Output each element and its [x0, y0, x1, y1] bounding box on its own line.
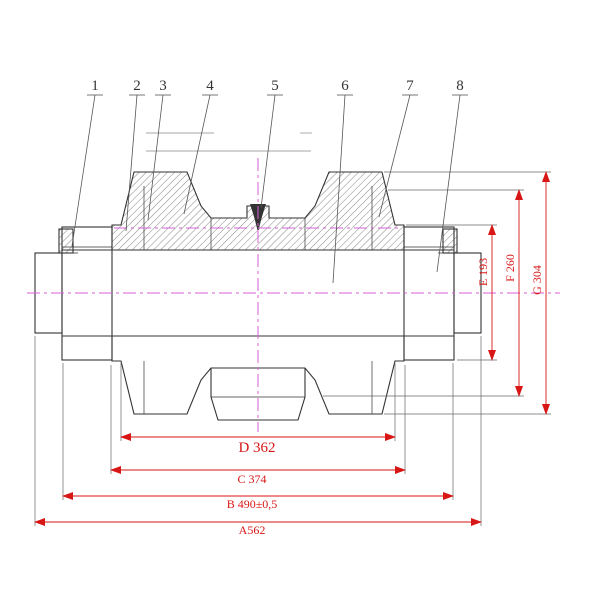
dim-label-B: B 490±0,5: [227, 497, 278, 511]
left-bolt: [58, 228, 74, 254]
dim-label-F: F 260: [503, 254, 517, 282]
leader-1: [71, 94, 96, 247]
leader-5: [260, 94, 276, 209]
callout-6: 6: [341, 78, 349, 94]
callout-5: 5: [271, 78, 279, 94]
dim-label-A: A562: [239, 523, 266, 537]
callout-2: 2: [133, 78, 141, 94]
leader-2: [125, 94, 138, 232]
dim-label-C: C 374: [237, 472, 266, 486]
centerlines: [27, 158, 560, 432]
leader-3: [147, 94, 164, 221]
dimension-labels: D 362 C 374 B 490±0,5 A562 E 193 F 260 G…: [227, 254, 544, 537]
dim-label-E: E 193: [476, 258, 490, 286]
callout-7: 7: [406, 78, 414, 94]
dim-label-D: D 362: [238, 440, 275, 456]
leader-8: [436, 94, 461, 273]
leader-6: [332, 94, 346, 284]
leader-4: [183, 94, 211, 215]
leader-7: [378, 94, 411, 218]
callouts: 1 2 3 4 5 6 7 8: [71, 78, 468, 284]
right-bolt: [442, 228, 458, 254]
phantom-reference-lines: [146, 132, 312, 152]
hub-boss-outline: [210, 368, 306, 421]
callout-1: 1: [91, 78, 99, 94]
dim-label-G: G 304: [530, 265, 544, 295]
callout-4: 4: [206, 78, 214, 94]
dimension-lines: [34, 171, 550, 526]
section-detail-lines: [143, 186, 373, 250]
callout-3: 3: [159, 78, 167, 94]
callout-8: 8: [456, 78, 464, 94]
